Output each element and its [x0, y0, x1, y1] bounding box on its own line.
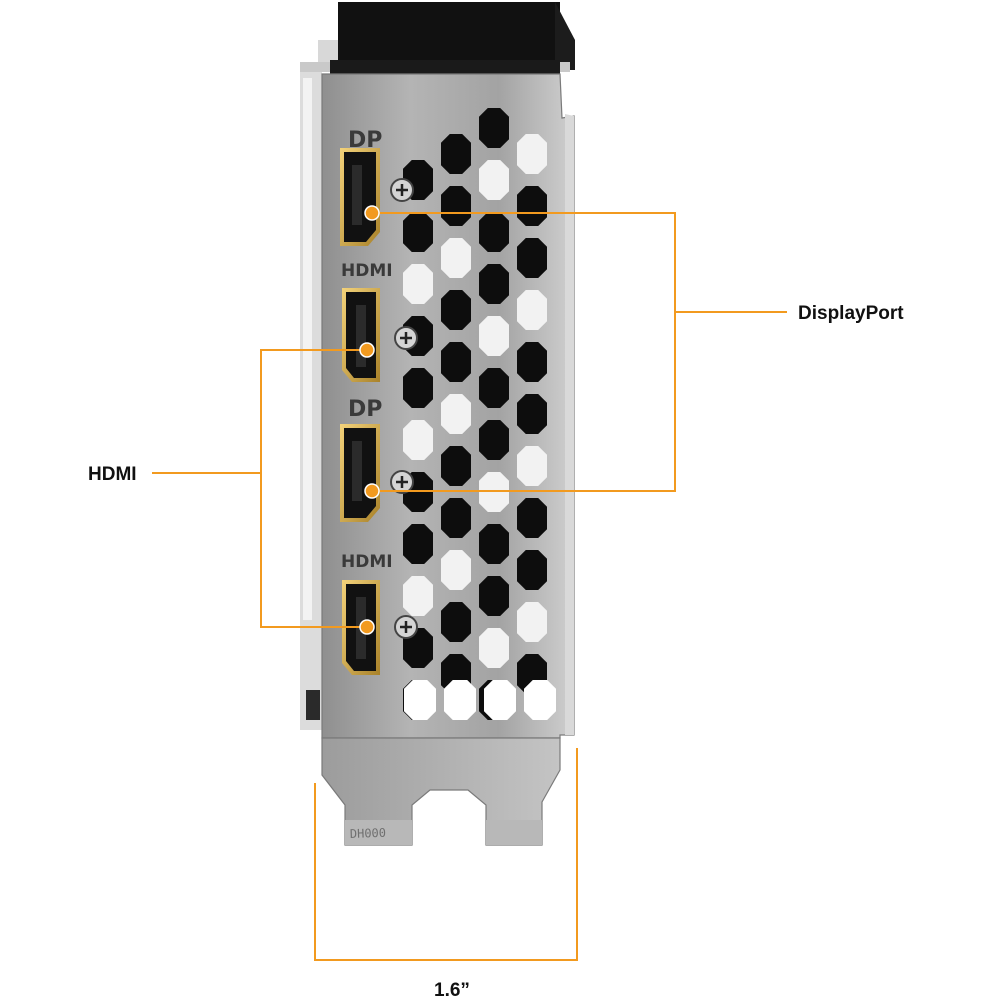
- vent-hole: [403, 420, 433, 460]
- displayport-connector-1: [340, 148, 380, 246]
- displayport-connector-2: [340, 424, 380, 522]
- port-label-dp-2: DP: [348, 397, 382, 422]
- vent-hole: [403, 264, 433, 304]
- vent-hole: [441, 134, 471, 174]
- displayport-callout-lines: [372, 212, 787, 492]
- vent-hole: [517, 394, 547, 434]
- port-label-hdmi-2: HDMI: [341, 552, 393, 572]
- vent-hole: [479, 212, 509, 252]
- bracket-tab-marking: DH000: [350, 826, 387, 841]
- vent-hole: [517, 134, 547, 174]
- callout-dot-dp-2: [364, 483, 380, 499]
- vent-hole: [441, 498, 471, 538]
- vent-hole: [441, 186, 471, 226]
- vent-hole: [517, 290, 547, 330]
- width-label: 1.6”: [434, 980, 470, 1000]
- ventilation-grille: [403, 108, 556, 720]
- vent-hole: [517, 238, 547, 278]
- vent-hole: [441, 238, 471, 278]
- vent-hole: [441, 602, 471, 642]
- vent-hole: [403, 368, 433, 408]
- vent-hole: [479, 576, 509, 616]
- screw-icon: [390, 470, 414, 494]
- vent-hole: [479, 264, 509, 304]
- vent-hole: [479, 368, 509, 408]
- vent-hole: [517, 342, 547, 382]
- callout-dots: [359, 205, 380, 635]
- vent-hole: [441, 342, 471, 382]
- vent-hole: [479, 316, 509, 356]
- vent-hole: [403, 212, 433, 252]
- vent-hole: [484, 680, 516, 720]
- vent-hole: [441, 290, 471, 330]
- screw-icon: [394, 615, 418, 639]
- callout-dot-dp-1: [364, 205, 380, 221]
- vent-hole: [517, 446, 547, 486]
- screw-icon: [390, 178, 414, 202]
- vent-hole: [479, 524, 509, 564]
- vent-hole: [441, 446, 471, 486]
- vent-hole: [403, 524, 433, 564]
- vent-hole: [479, 108, 509, 148]
- vent-hole: [517, 550, 547, 590]
- callout-dot-hdmi-2: [359, 619, 375, 635]
- hdmi-callout-lines: [152, 349, 367, 628]
- vent-hole: [479, 160, 509, 200]
- vent-hole: [479, 628, 509, 668]
- vent-hole: [517, 186, 547, 226]
- vent-hole: [403, 576, 433, 616]
- hdmi-label: HDMI: [88, 464, 137, 485]
- hdmi-connector-1: [342, 288, 380, 382]
- vent-hole: [444, 680, 476, 720]
- vent-hole: [404, 680, 436, 720]
- vent-hole: [517, 498, 547, 538]
- vent-hole: [441, 394, 471, 434]
- bracket-screws: [390, 178, 418, 639]
- vent-hole: [524, 680, 556, 720]
- displayport-label: DisplayPort: [798, 303, 904, 324]
- bracket-side-edge: [300, 72, 322, 730]
- screw-icon: [394, 326, 418, 350]
- port-label-hdmi-1: HDMI: [341, 261, 393, 281]
- vent-hole: [441, 550, 471, 590]
- vent-hole: [517, 602, 547, 642]
- callout-dot-hdmi-1: [359, 342, 375, 358]
- vent-hole: [479, 420, 509, 460]
- width-dimension-bracket: [314, 748, 578, 961]
